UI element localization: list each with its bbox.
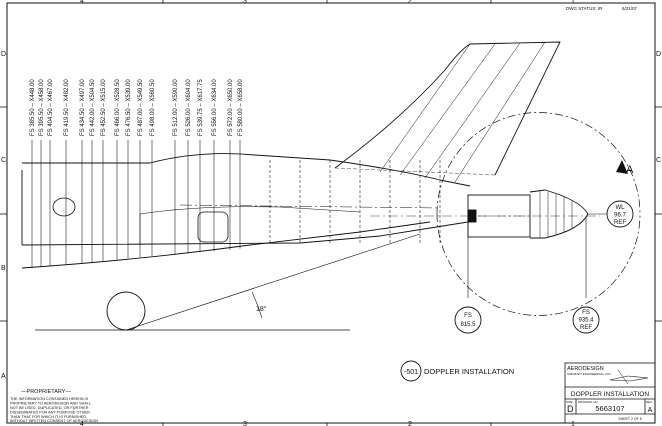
station-label: FS 466.00 – X528.50 [115,79,121,136]
station-label: FS 404.50 – X467.00 [48,79,54,136]
station-label: FS 476.50 – X539.00 [126,79,132,136]
station-label: FS 395.50 – X458.00 [39,79,45,136]
detail-title: DOPPLER INSTALLATION [424,367,514,376]
title-block-sheet: SHEET 2 OF 5 [618,417,641,421]
zone-top-1: 1 [571,0,575,5]
zone-left-a: A [1,373,6,380]
station-label: FS 498.00 – X560.50 [150,79,156,136]
tail-strike-angle [125,233,421,331]
wl-callout-line3: REF [614,220,626,226]
title-block-rev-label: REV [646,400,652,404]
station-label: FS 385.50 – X448.00 [30,79,36,136]
zone-top-4: 4 [80,0,84,5]
zone-right-d: D [656,51,661,58]
access-panel-rect [197,211,229,243]
proprietary-line-1: THE INFORMATION CONTAINED HEREIN IS [10,397,89,401]
station-label: FS 419.50 – X482.00 [64,79,70,136]
title-block-company: AERODESIGN [567,366,604,372]
proprietary-line-6: WITHOUT WRITTEN CONSENT OF AERODESIGN [10,419,98,423]
proprietary-notice: —PROPRIETARY— THE INFORMATION CONTAINED … [10,389,98,423]
callout-leaders [467,213,608,298]
station-label: FS 539.75 – X617.75 [198,79,204,136]
wl-callout-circle [606,200,634,228]
zone-left-c: C [1,157,6,164]
fuselage-outline [21,153,471,331]
station-label: FS 556.00 – X634.00 [212,79,218,136]
zone-bottom-2: 2 [408,421,412,426]
proprietary-line-5: THAN THAT FOR WHICH IT IS FURNISHED, [10,415,87,419]
doppler-radome [370,189,600,239]
detail-number-circle [400,360,422,382]
tail-strike-angle-label: 18° [256,305,267,313]
zone-top-2: 2 [408,0,412,5]
title-block-rev: A [648,407,653,414]
station-label: FS 526.00 – X604.00 [186,79,192,136]
detail-number: -501 [404,369,418,376]
zone-bottom-3: 3 [243,421,247,426]
title-block-size-label: SIZE [566,400,573,404]
proprietary-heading: —PROPRIETARY— [21,389,71,395]
view-arrow-label: A [626,164,634,176]
vertical-fin [334,41,561,183]
station-label: FS 580.00 – X658.00 [238,79,244,136]
zone-left-b: B [1,265,6,272]
station-label: FS 442.00 – X504.50 [90,79,96,136]
zone-top-3: 3 [243,0,247,5]
title-block-size: D [567,404,574,414]
title-block-dwg-no-label: DRAWING NO. [578,400,599,404]
title-block-company-sub: AIRCRAFT ENGINEERING, INC. [567,372,612,376]
zone-bottom-1: 1 [571,421,575,426]
fs-935-callout-line1: FS [582,310,590,316]
fs-935-callout-line3: REF [580,325,592,331]
station-label: FS 434.50 – X497.00 [80,79,86,136]
station-label: FS 512.00 – X590.00 [173,79,179,136]
proprietary-line-3: NOT BE USED, DUPLICATED, OR FURTHER [10,406,89,410]
fuselage-station-lines [31,140,441,268]
station-label: FS 487.00 – X549.50 [138,79,144,136]
fs-815-callout-line2: 815.5 [460,322,476,328]
title-block-drawing-title: DOPPLER INSTALLATION [571,391,649,398]
fs-815-callout-circle [454,306,482,334]
title-block-dwg-no: 5663107 [595,404,624,413]
zone-left-d: D [1,51,6,58]
proprietary-line-4: DISSEMINATED FOR ANY PURPOSE OTHER [10,411,90,415]
drawing-status-note: DWG STATUS: IR [566,6,603,11]
zone-bottom-4: 4 [80,421,84,426]
fs-935-callout-line2: 935.4 [578,318,594,324]
station-label: FS 452.50 – X515.00 [101,79,107,136]
wl-callout-line1: WL [616,205,626,211]
proprietary-line-2: PROPRIETARY TO AERODESIGN AND SHALL [10,402,91,406]
main-wheel [106,291,146,331]
access-panel-oval [52,197,76,217]
drawing-date: 6/21/07 [622,6,638,11]
fs-935-callout-circle [572,306,600,334]
zone-right-c: C [656,157,661,164]
view-arrow [616,160,628,174]
fs-815-callout-line1: FS [464,313,472,319]
wl-callout-line2: 96.7 [614,213,626,219]
title-block [564,362,656,424]
station-label: FS 572.00 – X650.00 [228,79,234,136]
